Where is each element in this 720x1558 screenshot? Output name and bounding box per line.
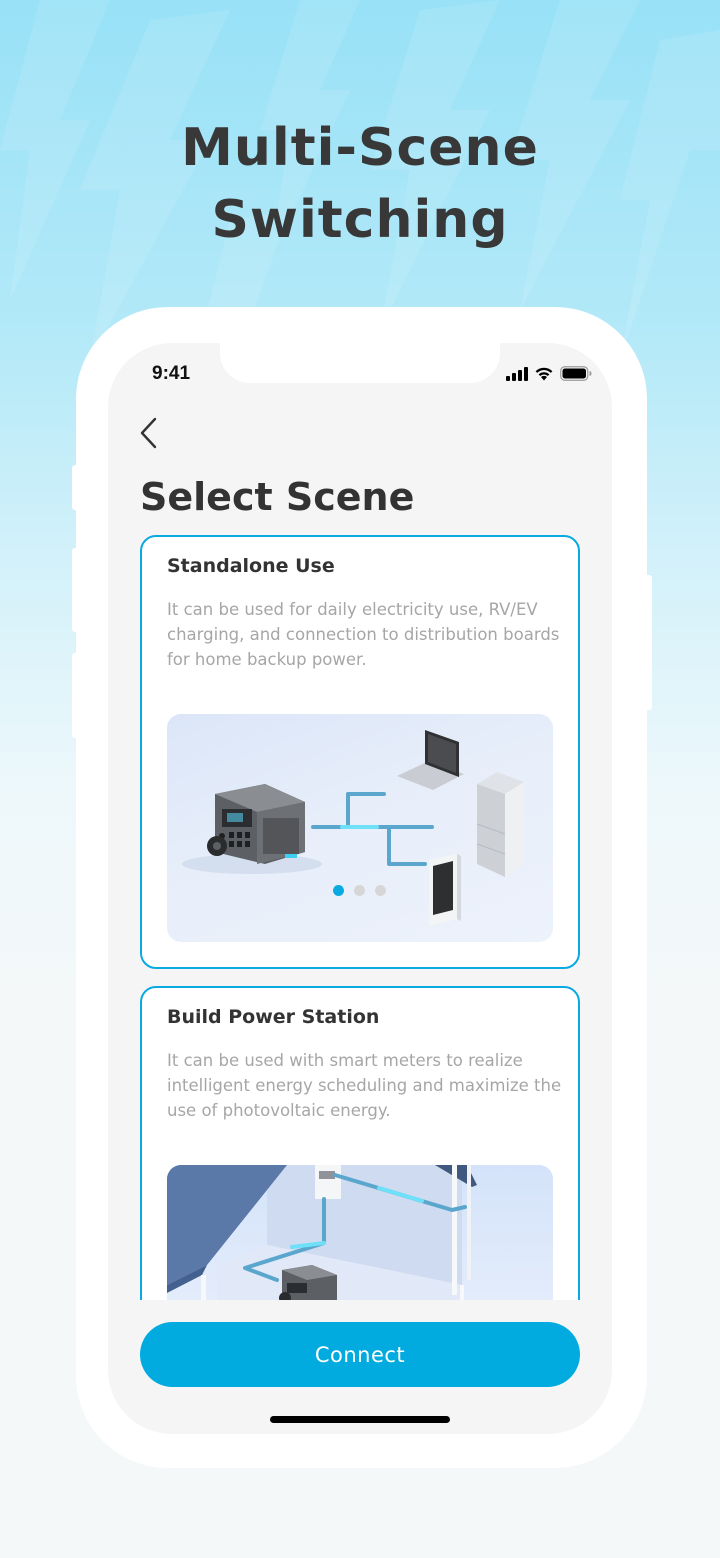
phone-notch xyxy=(220,343,500,383)
scene-illustration-house[interactable] xyxy=(167,1165,553,1300)
refrigerator-illustration xyxy=(476,772,524,877)
scene-card-title: Standalone Use xyxy=(167,555,335,577)
back-button[interactable] xyxy=(134,413,164,453)
laptop-illustration xyxy=(397,730,464,790)
scene-list[interactable]: Standalone Use It can be used for daily … xyxy=(108,535,612,1300)
connect-button[interactable]: Connect xyxy=(140,1322,580,1387)
battery-icon xyxy=(560,366,592,381)
carousel-dot-2[interactable] xyxy=(354,885,365,896)
hero-title-line1: Multi-Scene xyxy=(181,118,539,178)
carousel-dot-1[interactable] xyxy=(333,885,344,896)
page-title: Select Scene xyxy=(140,475,415,519)
scene-card-standalone-use[interactable]: Standalone Use It can be used for daily … xyxy=(140,535,580,969)
scene-illustration-standalone[interactable] xyxy=(167,714,553,942)
phone-frame: 9:41 xyxy=(76,307,647,1468)
scene-card-description: It can be used for daily electricity use… xyxy=(167,600,560,669)
scene-card-build-power-station[interactable]: Build Power Station It can be used with … xyxy=(140,986,580,1300)
status-time: 9:41 xyxy=(152,363,191,384)
scene-card-description: It can be used with smart meters to real… xyxy=(167,1051,562,1120)
scene-card-title: Build Power Station xyxy=(167,1006,380,1028)
chevron-left-icon xyxy=(140,417,157,449)
cellular-signal-icon xyxy=(506,367,528,381)
hero-title: Multi-Scene Switching xyxy=(0,112,720,256)
phone-power-button xyxy=(643,575,652,710)
power-station-illustration xyxy=(182,784,322,874)
wifi-icon xyxy=(534,366,554,381)
status-icons xyxy=(506,365,592,381)
power-station-illustration xyxy=(279,1265,337,1300)
tablet-illustration xyxy=(429,854,461,926)
hero-title-line2: Switching xyxy=(211,190,509,250)
home-indicator[interactable] xyxy=(270,1416,450,1423)
carousel-dots xyxy=(333,885,386,896)
smart-meter-illustration xyxy=(315,1165,341,1199)
phone-screen: 9:41 xyxy=(108,343,612,1434)
carousel-dot-3[interactable] xyxy=(375,885,386,896)
